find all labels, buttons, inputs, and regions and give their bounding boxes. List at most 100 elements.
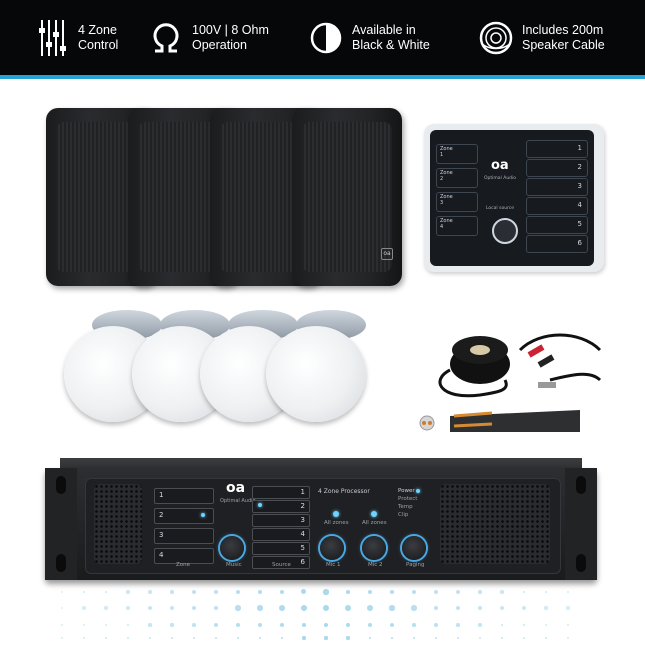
decor-dot <box>170 636 174 640</box>
decor-dot <box>279 605 285 611</box>
decor-dot <box>455 605 461 611</box>
decor-dot <box>545 637 547 639</box>
decor-dot <box>345 589 351 595</box>
decor-dot <box>478 623 482 627</box>
decor-dot <box>83 637 85 639</box>
knob-label: Zone <box>176 562 191 568</box>
half-circle-icon <box>308 16 344 60</box>
decor-dot <box>82 606 86 610</box>
decor-dot <box>345 622 351 628</box>
decor-dot <box>434 623 438 627</box>
decor-dot <box>191 605 197 611</box>
decor-dot <box>456 623 460 627</box>
decor-dot <box>170 623 174 627</box>
oa-logo-icon: oa <box>381 248 393 260</box>
amp-source-button: 6 <box>252 556 310 569</box>
status-led <box>201 513 205 517</box>
decor-dot <box>522 590 526 594</box>
vent-grille <box>94 484 142 564</box>
panel-zone-button: Zone 2 <box>436 168 478 188</box>
decor-dot <box>323 589 329 595</box>
rack-slot <box>56 554 66 572</box>
amp-source-button: 2 <box>252 500 310 513</box>
knob-label: Source <box>272 562 291 568</box>
paging-volume-knob <box>402 536 426 560</box>
amp-zone-button: 1 <box>154 488 214 504</box>
speaker-cable-and-leads <box>419 333 602 432</box>
knob-label: Mic 2 <box>368 562 383 568</box>
amp-source-button: 3 <box>252 514 310 527</box>
decor-dot <box>235 589 241 595</box>
cable-reel-icon <box>478 16 514 60</box>
feature-label: Available in Black & White <box>352 23 430 52</box>
panel-source-button: 2 <box>526 159 588 177</box>
decor-dot <box>236 636 240 640</box>
decor-dot <box>257 622 263 628</box>
decor-dot <box>322 604 330 612</box>
decor-dot <box>82 590 86 594</box>
decor-dot <box>544 606 548 610</box>
amp-model-label: 4 Zone Processor <box>318 488 370 495</box>
ohm-icon <box>148 16 184 60</box>
decor-dot <box>411 589 417 595</box>
decor-dot <box>412 623 416 627</box>
panel-source-label: Local source <box>486 206 515 211</box>
amp-logo-text: Optimal Audio <box>220 498 256 504</box>
decor-dot <box>148 590 152 594</box>
ceiling-speaker <box>266 326 366 422</box>
decor-dot <box>412 636 416 640</box>
decor-dot <box>500 606 504 610</box>
panel-source-button: 5 <box>526 216 588 234</box>
rack-slot <box>576 476 586 494</box>
decor-dot <box>192 636 196 640</box>
amp-source-button: 4 <box>252 528 310 541</box>
decor-dot <box>477 605 483 611</box>
decor-dot <box>389 589 395 595</box>
decor-dot <box>127 637 129 639</box>
decor-dot <box>213 589 218 594</box>
decor-dot <box>433 605 439 611</box>
decor-dot <box>192 623 196 627</box>
feature-label: 100V | 8 Ohm Operation <box>192 23 269 52</box>
status-label: Temp <box>398 504 413 510</box>
panel-zone-button: Zone 4 <box>436 216 478 236</box>
decor-dot <box>279 622 285 628</box>
decor-dot <box>300 604 308 612</box>
decor-dot <box>522 623 526 627</box>
decor-dot <box>567 637 569 639</box>
decor-dot <box>302 636 306 640</box>
decor-dot <box>257 605 263 611</box>
feature-zone-control: 4 Zone Control <box>34 16 118 60</box>
decor-dot <box>60 590 64 594</box>
amp-zone-button: 2 <box>154 508 214 524</box>
decor-dot <box>501 637 503 639</box>
decor-dot <box>367 605 373 611</box>
decor-dot <box>324 636 328 640</box>
decor-dot <box>478 590 482 594</box>
decor-dot <box>456 590 460 594</box>
mic1-volume-knob <box>320 536 344 560</box>
wall-control-panel: Zone 1 Zone 2 Zone 3 Zone 4 oa Optimal A… <box>424 124 604 272</box>
decor-dot <box>236 623 240 627</box>
decor-dot <box>566 623 570 627</box>
decor-dot <box>235 605 241 611</box>
knob-label: Paging <box>406 562 425 568</box>
knob-label: Mic 1 <box>326 562 341 568</box>
decor-dot <box>105 637 107 639</box>
decor-dot <box>126 606 130 610</box>
decor-dot <box>61 637 63 639</box>
decor-dot <box>389 622 395 628</box>
decor-dot <box>82 623 86 627</box>
decor-dot <box>456 636 460 640</box>
decor-dot <box>169 605 175 611</box>
vent-grille <box>440 484 550 564</box>
panel-volume-knob <box>492 218 518 244</box>
decor-dot <box>367 622 373 628</box>
decor-dot <box>434 590 438 594</box>
rack-slot <box>56 476 66 494</box>
decor-dot <box>104 590 108 594</box>
decor-dot <box>566 590 570 594</box>
feature-cable: Includes 200m Speaker Cable <box>478 16 605 60</box>
all-zones-led <box>333 511 339 517</box>
decor-dot <box>279 589 285 595</box>
